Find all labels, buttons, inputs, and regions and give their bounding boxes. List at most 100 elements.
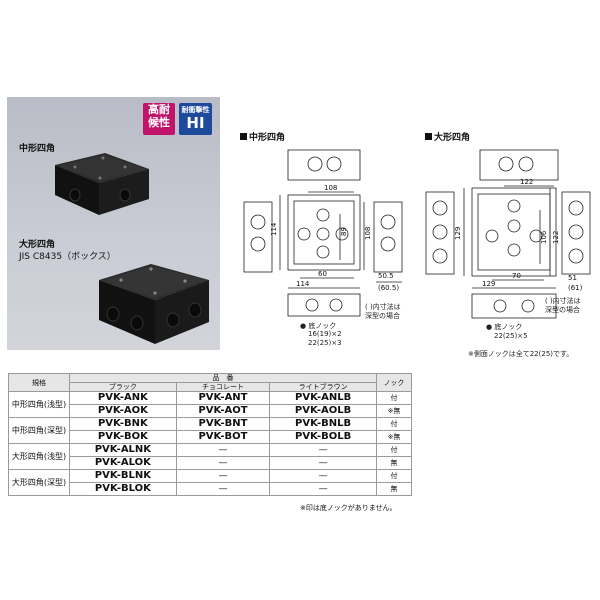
row-knock: 付: [376, 417, 412, 431]
header-spec: 規格: [8, 373, 70, 392]
impact-badge-small-text: 耐衝撃性: [181, 106, 210, 114]
row-lightbrown: PVK-AOLB: [269, 404, 377, 418]
dim-70: 70: [512, 272, 521, 280]
row-lightbrown: —: [269, 443, 377, 457]
large-front-view: [471, 187, 557, 277]
medium-box-photo: [55, 153, 149, 215]
row-black: PVK-BOK: [69, 430, 177, 444]
dim-122: 122: [520, 178, 533, 186]
large-knock-label: ● 底ノック: [486, 323, 523, 331]
medium-drawing-title: 中形四角: [240, 130, 285, 143]
row-black: PVK-BLNK: [69, 469, 177, 483]
medium-bottom-view: [287, 293, 361, 317]
row-lightbrown: —: [269, 482, 377, 496]
dim-108-v: 108: [364, 227, 372, 240]
large-right-side-view: [561, 191, 591, 275]
large-left-side-view: [425, 191, 455, 275]
large-knock-1: 22(25)×5: [494, 332, 528, 340]
dim-89: 89: [340, 227, 348, 236]
product-photo-panel: 高耐候性 耐衝撃性 HI 中形四角 大形四角 JIS C8435（ボックス）: [7, 97, 220, 350]
row-lightbrown: —: [269, 456, 377, 470]
jis-standard-label: JIS C8435（ボックス）: [19, 252, 116, 262]
impact-badge-big-text: HI: [186, 114, 205, 132]
dim-51: 51: [568, 274, 577, 282]
weather-resistance-badge: 高耐候性: [143, 103, 175, 135]
row-chocolate: —: [175, 456, 271, 470]
dim-60-5: (60.5): [378, 284, 399, 292]
dim-60: 60: [318, 270, 327, 278]
row-black: PVK-ANK: [69, 391, 177, 405]
spec-table: 規格 品 番 ノック ブラック チョコレート ライトブラウン 中形四角(浅型) …: [8, 373, 412, 496]
row-chocolate: PVK-BNT: [175, 417, 271, 431]
medium-top-side-view: [287, 149, 361, 181]
dim-122-v: 122: [552, 231, 560, 244]
row-knock: 付: [376, 469, 412, 483]
header-chocolate: チョコレート: [175, 382, 271, 392]
header-lightbrown: ライトブラウン: [269, 382, 377, 392]
row-lightbrown: —: [269, 469, 377, 483]
large-box-label: 大形四角: [19, 240, 56, 250]
impact-resistance-badge: 耐衝撃性 HI: [179, 103, 212, 135]
large-box-drawing: 122 129 106 122 70 129 51 (61): [425, 149, 591, 319]
table-row: 大形四角(浅型) PVK-ALNK — — 付: [8, 443, 412, 470]
dim-50-5: 50.5: [378, 272, 394, 280]
row-knock: 無: [376, 456, 412, 470]
row-black: PVK-BNK: [69, 417, 177, 431]
side-knock-note: ※側面ノックは全て22(25)です。: [468, 350, 574, 358]
dim-61: (61): [568, 284, 583, 292]
table-row: PVK-BLOK — — 無: [9, 482, 412, 496]
medium-front-view: [287, 194, 361, 271]
large-drawing-title: 大形四角: [425, 130, 470, 143]
row-black: PVK-ALOK: [69, 456, 177, 470]
large-bottom-view: [471, 293, 557, 319]
medium-knock-label: ● 底ノック: [300, 322, 337, 330]
row-spec: 中形四角(深型): [8, 417, 70, 444]
medium-knock-2: 22(25)×3: [308, 339, 342, 347]
row-knock: 無: [376, 482, 412, 496]
row-knock: ※無: [376, 404, 412, 418]
dim-129-h: 129: [482, 280, 495, 288]
row-chocolate: PVK-ANT: [175, 391, 271, 405]
row-chocolate: —: [175, 443, 271, 457]
table-footnote: ※印は底ノックがありません。: [300, 504, 397, 512]
dim-108: 108: [324, 184, 337, 192]
row-spec: 大形四角(浅型): [8, 443, 70, 470]
large-box-photo: [99, 264, 209, 344]
medium-right-side-view: [373, 201, 403, 273]
row-knock: 付: [376, 391, 412, 405]
header-black: ブラック: [69, 382, 177, 392]
dim-114-h: 114: [296, 280, 310, 288]
table-row: 中形四角(深型) PVK-BNK PVK-BNT PVK-BNLB 付: [8, 417, 412, 444]
medium-note-2: 深型の場合: [365, 312, 400, 320]
medium-box-label: 中形四角: [19, 144, 56, 154]
table-row: PVK-AOK PVK-AOT PVK-AOLB ※無: [9, 404, 412, 418]
header-knock: ノック: [376, 373, 412, 392]
medium-note-1: ( )内寸法は: [365, 303, 401, 311]
row-chocolate: —: [175, 469, 271, 483]
row-black: PVK-ALNK: [69, 443, 177, 457]
table-row: 大形四角(深型) PVK-BLNK — — 付: [8, 469, 412, 496]
row-black: PVK-BLOK: [69, 482, 177, 496]
row-knock: ※無: [376, 430, 412, 444]
large-top-side-view: [479, 149, 559, 181]
row-chocolate: PVK-BOT: [175, 430, 271, 444]
medium-left-side-view: [243, 201, 273, 273]
row-spec: 中形四角(浅型): [8, 391, 70, 418]
dim-129-v: 129: [454, 227, 462, 240]
row-black: PVK-AOK: [69, 404, 177, 418]
medium-box-drawing: 108 114 89 108 60 114 50.5 (60.5): [243, 149, 403, 317]
row-lightbrown: PVK-BOLB: [269, 430, 377, 444]
medium-knock-1: 16(19)×2: [308, 330, 342, 338]
table-row: PVK-ALOK — — 無: [9, 456, 412, 470]
row-lightbrown: PVK-ANLB: [269, 391, 377, 405]
row-chocolate: —: [175, 482, 271, 496]
row-knock: 付: [376, 443, 412, 457]
row-spec: 大形四角(深型): [8, 469, 70, 496]
row-chocolate: PVK-AOT: [175, 404, 271, 418]
large-note-1: ( )内寸法は: [545, 297, 581, 305]
table-row: 中形四角(浅型) PVK-ANK PVK-ANT PVK-ANLB 付: [8, 391, 412, 418]
large-note-2: 深型の場合: [545, 306, 580, 314]
header-product-no: 品 番: [69, 373, 377, 383]
dim-106: 106: [540, 230, 548, 244]
table-row: PVK-BOK PVK-BOT PVK-BOLB ※無: [9, 430, 412, 444]
